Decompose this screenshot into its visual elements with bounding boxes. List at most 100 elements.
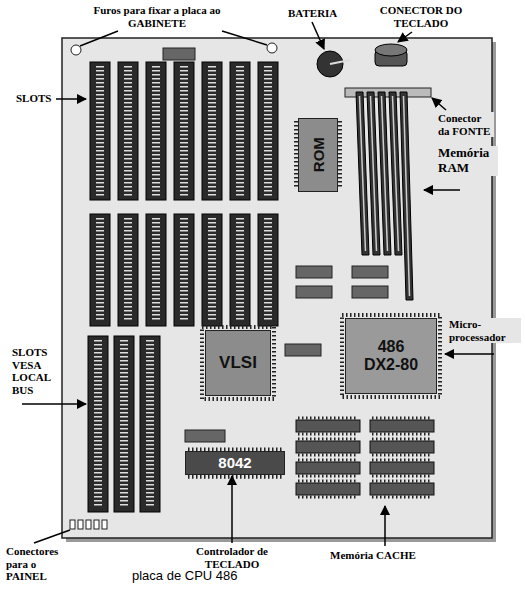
battery-lead	[330, 60, 350, 64]
chip: 8042	[185, 451, 285, 474]
chip-label: VLSI	[219, 353, 257, 373]
chip-pins	[298, 459, 358, 462]
ram-simm	[378, 92, 391, 255]
slot-contacts	[180, 218, 188, 322]
chip-pins	[298, 454, 358, 457]
chip-pins	[372, 438, 432, 441]
slot-contacts	[264, 66, 272, 196]
ram-label: Memória RAM	[438, 146, 498, 176]
small-chip	[296, 266, 332, 278]
vesa-label: SLOTS VESA LOCAL BUS	[12, 346, 56, 397]
chip-pins	[202, 327, 274, 399]
slot-contacts	[236, 218, 244, 322]
slot-contacts	[124, 66, 132, 196]
chip-pins	[372, 433, 432, 436]
chip-pins	[298, 438, 358, 441]
chip-pins	[342, 315, 440, 397]
chip-pins	[372, 459, 432, 462]
cache-label: Memória CACHE	[330, 549, 416, 562]
cache-chip	[370, 462, 434, 474]
battery-label: BATERIA	[288, 7, 337, 20]
small-chip	[185, 430, 225, 442]
slot-contacts	[208, 218, 216, 322]
chip-pins	[372, 475, 432, 478]
cache-chip	[370, 420, 434, 432]
chip-pins	[298, 433, 358, 436]
power-label: Conector da FONTE	[438, 112, 494, 137]
leader-line	[34, 530, 70, 543]
leader-arrows	[22, 22, 494, 546]
ram-simm	[367, 92, 380, 255]
chip-pins	[372, 454, 432, 457]
leader-arrow	[22, 403, 86, 405]
slot-contacts	[152, 66, 160, 196]
slot-contacts	[120, 340, 128, 508]
panel-pin	[102, 520, 107, 529]
expansion-slot	[114, 336, 134, 512]
simm-edge	[382, 96, 388, 251]
slot-contacts	[96, 66, 104, 196]
chip-pins	[298, 480, 358, 483]
expansion-slot	[230, 214, 250, 326]
expansion-slot	[230, 62, 250, 200]
expansion-slot	[118, 62, 138, 200]
slot-contacts	[146, 340, 154, 508]
cache-chip	[296, 441, 360, 453]
chip: VLSI	[205, 330, 271, 396]
chip-label: ROM	[309, 138, 326, 173]
leader-arrow	[231, 476, 233, 543]
panel-label: Conectores para o PAINEL	[6, 545, 72, 583]
leader-arrow	[424, 189, 460, 191]
leader-line	[80, 31, 118, 46]
simm-edge	[404, 96, 410, 296]
chip: ROM	[298, 118, 338, 192]
slot-contacts	[264, 218, 272, 322]
keyboard-controller-label: Controlador de TECLADO	[176, 545, 288, 570]
leader-arrow	[432, 98, 446, 110]
cache-chip	[370, 441, 434, 453]
panel-pin	[94, 520, 99, 529]
expansion-slot	[258, 214, 278, 326]
expansion-slot	[174, 214, 194, 326]
panel-pin	[70, 520, 75, 529]
cache-chip	[296, 462, 360, 474]
chip-label: 486 DX2-80	[359, 338, 423, 375]
slot-contacts	[124, 218, 132, 322]
chip-pins	[372, 496, 432, 499]
cache-chip	[370, 483, 434, 495]
cache-chip	[296, 483, 360, 495]
hole-label: Furos para fixar a placa ao GABINETE	[82, 4, 232, 29]
panel-pin	[86, 520, 91, 529]
leader-arrow	[445, 353, 494, 355]
slot-contacts	[152, 218, 160, 322]
expansion-slot	[174, 62, 194, 200]
slot-contacts	[94, 340, 102, 508]
chip-pins	[188, 475, 282, 479]
small-chip	[352, 266, 388, 278]
board	[62, 38, 492, 538]
ram-simm	[389, 92, 402, 255]
chip-pins	[372, 480, 432, 483]
small-chip	[285, 344, 321, 356]
expansion-slot	[202, 214, 222, 326]
slot-contacts	[180, 66, 188, 196]
expansion-slot	[140, 336, 160, 512]
leader-arrow	[384, 506, 386, 546]
chip-pins	[298, 417, 358, 420]
small-chip	[352, 286, 388, 298]
expansion-slot	[88, 336, 108, 512]
connector-label: CONECTOR DO TECLADO	[362, 4, 480, 29]
leader-arrow	[398, 32, 412, 42]
mounting-hole	[71, 45, 81, 55]
chip-pins	[298, 475, 358, 478]
leader-line	[222, 31, 267, 45]
chip-label: 8042	[218, 454, 251, 471]
expansion-slot	[118, 214, 138, 326]
slot-contacts	[236, 66, 244, 196]
slot-contacts	[208, 66, 216, 196]
mounting-hole	[267, 43, 277, 53]
chip-pins	[338, 121, 342, 189]
panel-pin	[78, 520, 83, 529]
chip-pins	[372, 417, 432, 420]
